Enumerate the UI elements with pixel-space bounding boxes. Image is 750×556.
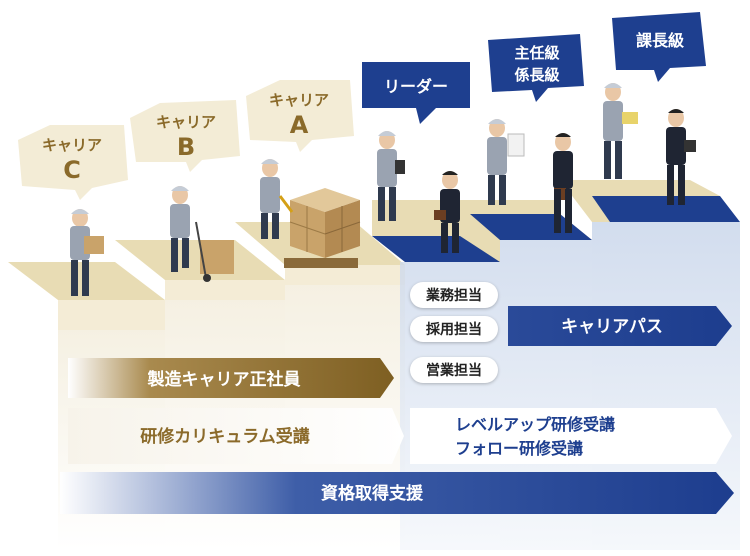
qualification-band bbox=[60, 472, 734, 514]
worker-chief-icon bbox=[487, 119, 525, 205]
bubble-chief-line1: 主任級 bbox=[514, 44, 559, 62]
bubble-manager-label: 課長級 bbox=[636, 31, 684, 50]
step-a-face bbox=[285, 265, 405, 285]
step-manager-top bbox=[592, 196, 740, 222]
career-path-band bbox=[508, 306, 732, 346]
bubble-leader-label: リーダー bbox=[384, 77, 448, 96]
curriculum-band bbox=[68, 408, 404, 464]
bubble-career-b-line1: キャリア bbox=[156, 113, 216, 131]
regular-employee-label: 製造キャリア正社員 bbox=[147, 369, 301, 390]
bubble-career-a-line2: A bbox=[290, 111, 309, 139]
businessman-leader-icon bbox=[434, 171, 460, 253]
bubble-leader: リーダー bbox=[362, 62, 470, 124]
bubble-career-b: キャリア B bbox=[130, 100, 240, 172]
bubble-career-a-line1: キャリア bbox=[269, 91, 329, 109]
bubble-manager: 課長級 bbox=[612, 12, 706, 82]
businessman-manager-icon bbox=[666, 109, 696, 205]
regular-employee-band bbox=[68, 358, 394, 398]
pill-recruiting: 採用担当 bbox=[410, 316, 498, 342]
step-c-face bbox=[58, 300, 165, 330]
bubble-career-c-line2: C bbox=[63, 156, 81, 184]
curriculum-label: 研修カリキュラム受講 bbox=[140, 426, 310, 447]
worker-c-icon bbox=[70, 209, 104, 296]
step-chief-top bbox=[470, 214, 592, 240]
businessman-chief-icon bbox=[553, 133, 573, 233]
qualification-label: 資格取得支援 bbox=[321, 483, 424, 504]
worker-manager-icon bbox=[603, 83, 638, 179]
worker-leader-icon bbox=[377, 131, 405, 221]
bubble-career-a: キャリア A bbox=[246, 80, 354, 152]
cardboard-pallet-icon bbox=[284, 188, 361, 268]
pill-sales: 営業担当 bbox=[410, 357, 498, 383]
step-leader-top bbox=[372, 236, 500, 262]
bubble-career-c: キャリア C bbox=[18, 125, 128, 200]
levelup-band bbox=[410, 408, 732, 464]
bubble-career-c-line1: キャリア bbox=[42, 136, 102, 154]
levelup-line1: レベルアップ研修受講 bbox=[455, 415, 615, 434]
bubble-career-b-line2: B bbox=[177, 133, 195, 161]
pill-operations: 業務担当 bbox=[410, 282, 498, 308]
worker-b-icon bbox=[170, 186, 234, 282]
bubble-chief: 主任級 係長級 bbox=[488, 34, 584, 102]
worker-a-icon bbox=[260, 159, 294, 239]
career-path-label: キャリアパス bbox=[561, 317, 663, 337]
bubble-chief-line2: 係長級 bbox=[514, 66, 559, 84]
step-b-face bbox=[165, 280, 285, 300]
levelup-line2: フォロー研修受講 bbox=[455, 439, 583, 458]
